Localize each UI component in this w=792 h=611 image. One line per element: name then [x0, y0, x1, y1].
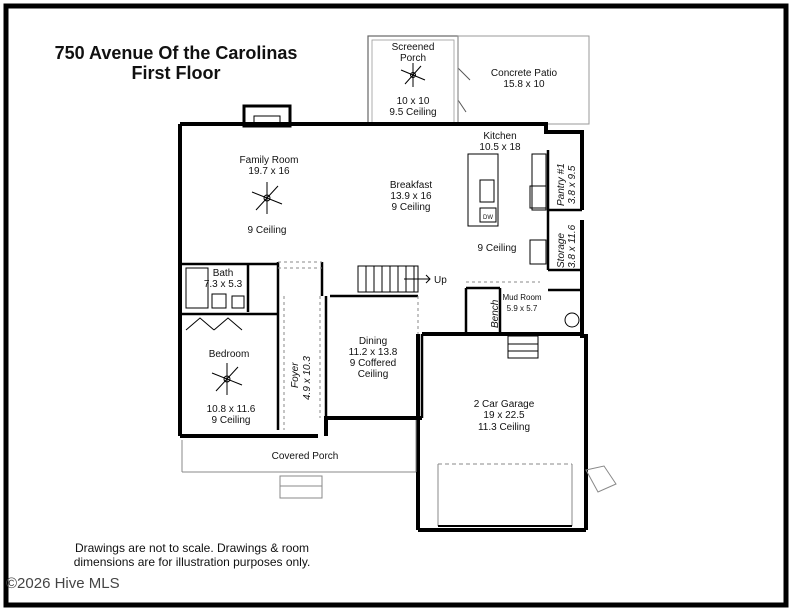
mud-room-steps: [507, 312, 580, 359]
bedroom-label: Bedroom: [209, 349, 250, 360]
bedroom-ceiling: 9 Ceiling: [212, 415, 251, 426]
plan-subtitle: First Floor: [132, 63, 221, 83]
dining-dims: 11.2 x 13.8: [349, 347, 398, 358]
watermark: ©2026 Hive MLS: [6, 575, 120, 592]
covered-porch: [181, 420, 417, 499]
plan-title: 750 Avenue Of the Carolinas: [55, 43, 298, 63]
family-room-ceiling: 9 Ceiling: [248, 225, 287, 236]
breakfast-ceiling: 9 Ceiling: [392, 202, 431, 213]
kitchen-label: Kitchen: [483, 131, 516, 142]
concrete-patio-dims: 15.8 x 10: [503, 79, 545, 90]
screened-porch-dims: 10 x 10: [397, 96, 430, 107]
kitchen-dims: 10.5 x 18: [479, 142, 521, 153]
pantry-label: Pantry #1: [556, 163, 567, 206]
kitchen-island: [467, 153, 547, 265]
storage-label: Storage: [556, 233, 567, 268]
ceiling-fan-icon: [400, 63, 426, 87]
disclaimer: dimensions are for illustration purposes…: [74, 555, 311, 569]
garage-label: 2 Car Garage: [474, 399, 535, 410]
mud-room-dims: 5.9 x 5.7: [507, 304, 538, 313]
pantry-dims: 3.8 x 9.5: [567, 165, 578, 204]
bath-dims: 7.3 x 5.3: [204, 279, 243, 290]
kitchen-ceiling: 9 Ceiling: [478, 243, 517, 254]
breakfast-label: Breakfast: [390, 180, 432, 191]
disclaimer: Drawings are not to scale. Drawings & ro…: [75, 541, 309, 555]
bath-label: Bath: [213, 268, 234, 279]
bedroom-dims: 10.8 x 11.6: [207, 404, 256, 415]
screened-porch-label: Screened: [392, 42, 435, 53]
garage-dims: 19 x 22.5: [483, 410, 525, 421]
staircase: [357, 265, 431, 293]
garage-ceiling: 11.3 Ceiling: [478, 422, 530, 433]
bath-fixtures: [185, 267, 245, 331]
foyer-dims: 4.9 x 10.3: [302, 356, 313, 400]
dining-ceiling: 9 Coffered: [350, 358, 397, 369]
dw-label: DW: [483, 215, 493, 221]
bench-label: Bench: [490, 299, 501, 328]
stairs-up-label: Up: [434, 275, 447, 286]
breakfast-dims: 13.9 x 16: [390, 191, 432, 202]
storage-dims: 3.8 x 11.6: [567, 224, 578, 268]
screened-porch-ceiling: 9.5 Ceiling: [389, 107, 436, 118]
concrete-patio-label: Concrete Patio: [491, 68, 558, 79]
covered-porch-label: Covered Porch: [272, 451, 339, 462]
ceiling-fan-icon: [251, 182, 283, 214]
family-room-label: Family Room: [240, 155, 299, 166]
page-border: [3, 3, 789, 608]
family-room-dims: 19.7 x 16: [248, 166, 290, 177]
dining-ceiling: Ceiling: [358, 369, 389, 380]
garage-door: [437, 463, 617, 527]
foyer-label: Foyer: [290, 362, 301, 388]
screened-porch-label: Porch: [400, 53, 426, 64]
mud-room-label: Mud Room: [502, 293, 541, 302]
interior-walls: [178, 150, 582, 430]
ceiling-fan-icon: [211, 363, 243, 395]
openings: [278, 261, 540, 430]
dining-label: Dining: [359, 336, 387, 347]
exterior-walls: [178, 122, 588, 532]
